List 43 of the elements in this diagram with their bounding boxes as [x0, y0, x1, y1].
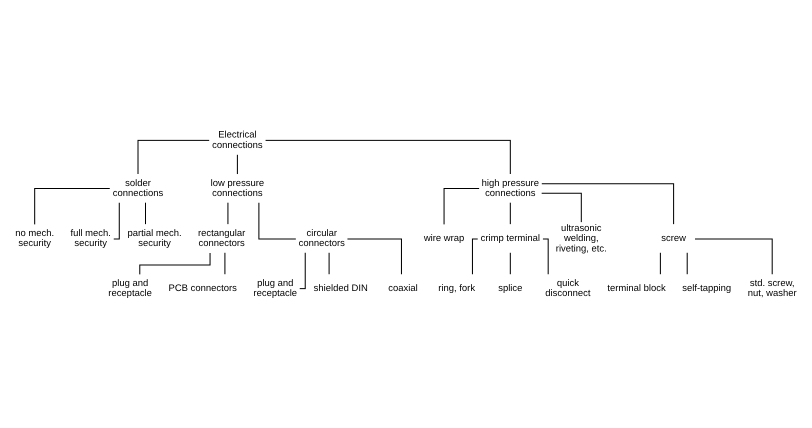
connector	[510, 252, 511, 274]
node-text: solder connections	[112, 177, 164, 199]
connector	[236, 154, 238, 174]
connector	[34, 187, 110, 224]
node-text: coaxial	[388, 282, 418, 294]
node-text: plug and receptacle	[108, 277, 152, 299]
node-text: partial mech. security	[128, 227, 182, 249]
node-text: Electrical connections	[212, 129, 263, 150]
connector	[258, 202, 296, 239]
node-text: self-tapping	[682, 282, 732, 294]
node-text: no mech. security	[15, 227, 54, 249]
node-text: wire wrap	[424, 232, 464, 244]
node-text: screw	[661, 232, 686, 244]
node-text: ultrasonic welding, riveting, etc.	[556, 222, 607, 254]
node-text: ring, fork	[438, 282, 476, 294]
connector	[266, 139, 511, 174]
node-text: shielded DIN	[314, 282, 368, 294]
connector	[347, 238, 402, 274]
connector	[695, 238, 773, 274]
connector	[227, 202, 228, 224]
connector	[542, 182, 674, 224]
connector	[686, 252, 688, 274]
connector	[138, 139, 210, 174]
node-text: full mech. security	[70, 227, 111, 249]
node-text: high pressure connections	[482, 177, 539, 199]
connector	[660, 252, 661, 274]
connector	[328, 252, 330, 274]
node-text: crimp terminal	[480, 232, 540, 244]
connector	[510, 202, 511, 224]
connector	[144, 202, 146, 224]
node-text: low pressure connections	[210, 177, 264, 199]
node-text: circular connectors	[298, 227, 345, 249]
node-text: terminal block	[607, 282, 666, 294]
node-text: rectangular connectors	[198, 227, 246, 249]
node-text: splice	[498, 282, 522, 294]
connector	[139, 252, 211, 274]
node-text: std. screw, nut, washer	[748, 277, 797, 299]
connector	[224, 252, 226, 274]
node-text: quick disconnect	[545, 277, 590, 299]
node-text: plug and receptacle	[253, 277, 298, 299]
connector	[542, 192, 582, 222]
node-text: PCB connectors	[168, 282, 237, 294]
connector	[444, 187, 480, 224]
